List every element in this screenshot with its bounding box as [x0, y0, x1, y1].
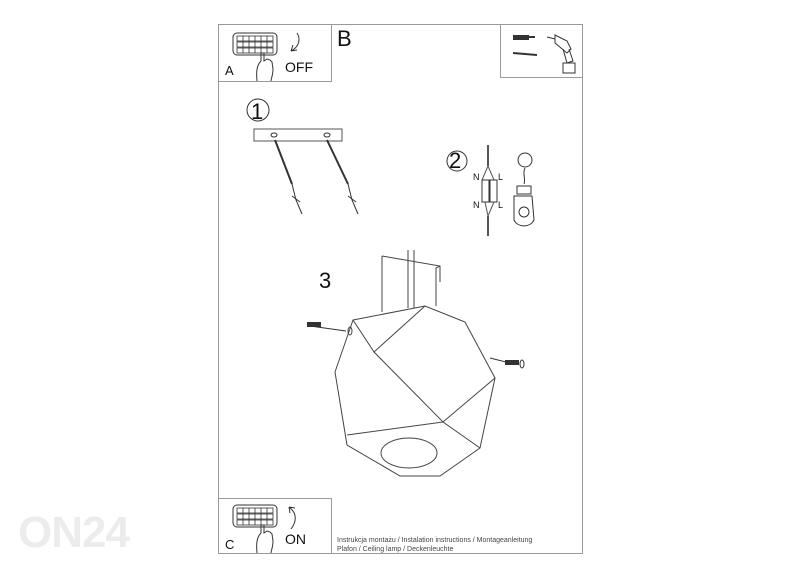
wire-label-l-bottom: L — [498, 200, 504, 210]
wire-label-n-top: N — [473, 172, 480, 182]
step-1-number: 1 — [251, 99, 264, 124]
step-3-number: 3 — [319, 268, 332, 293]
step-2-number: 2 — [449, 148, 462, 173]
step-2-illustration — [446, 145, 535, 236]
wire-label-l-top: L — [498, 172, 504, 182]
drill-icon — [546, 34, 576, 74]
watermark-logo: ON24 — [18, 508, 130, 557]
wall-plug-icon — [512, 35, 538, 56]
hand-icon — [256, 524, 274, 554]
wire-label-n-bottom: N — [473, 200, 480, 210]
panel-c-letter: C — [225, 537, 235, 552]
caption-product: Plafon / Ceiling lamp / Deckenleuchte — [337, 546, 454, 553]
step-1-illustration — [246, 98, 359, 215]
arrow-down-icon — [290, 32, 300, 52]
panel-a-power-off: A OFF — [218, 24, 332, 82]
step-3-lamp-illustration — [307, 250, 525, 477]
panel-a-letter: A — [225, 63, 234, 78]
fuse-box-icon — [232, 504, 278, 528]
on-label: ON — [285, 531, 306, 547]
panel-c-power-on: C ON — [218, 498, 332, 554]
instruction-sheet-frame — [218, 24, 583, 554]
fuse-box-icon — [232, 32, 278, 56]
off-label: OFF — [285, 59, 313, 75]
hand-icon — [256, 52, 274, 82]
panel-b-letter: B — [337, 26, 352, 51]
panel-tools — [500, 24, 583, 78]
caption-instructions: Instrukcja montażu / Instalation instruc… — [337, 537, 533, 544]
arrow-up-icon — [288, 506, 296, 530]
